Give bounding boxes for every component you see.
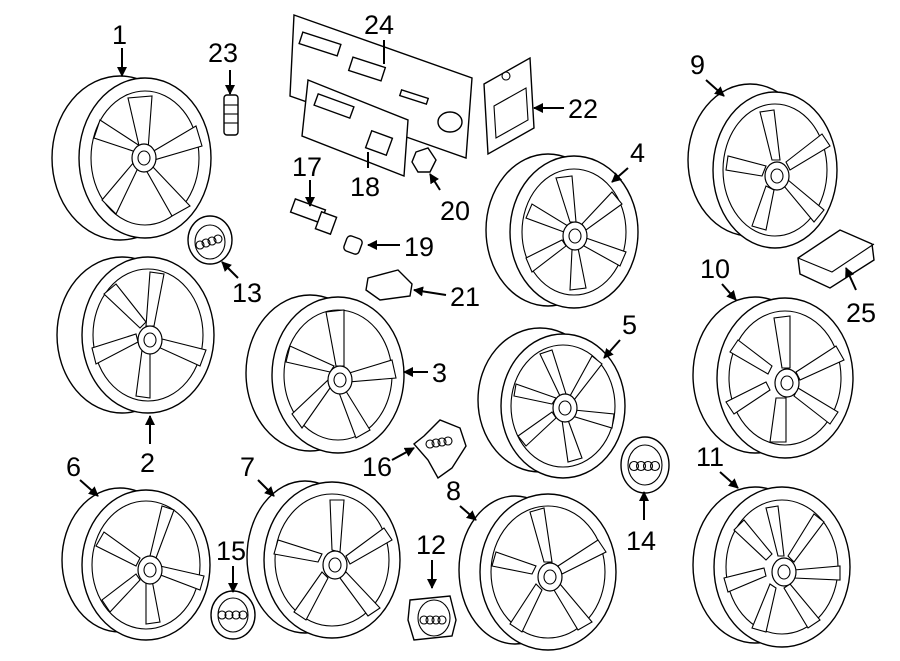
- part-16-spider-cap[interactable]: [412, 419, 467, 480]
- wheel-8[interactable]: [458, 493, 617, 651]
- callout-15: 15: [216, 536, 246, 566]
- part-22-package[interactable]: [483, 56, 535, 156]
- callout-19: 19: [404, 232, 434, 262]
- rings-logo-15: [217, 610, 248, 620]
- callout-25: 25: [846, 298, 876, 328]
- part-19-cap[interactable]: [343, 235, 364, 256]
- wheel-3[interactable]: [245, 294, 405, 454]
- callout-22: 22: [568, 94, 598, 124]
- callout-7: 7: [240, 452, 255, 482]
- part-20-nut[interactable]: [411, 147, 437, 173]
- callout-21: 21: [450, 282, 480, 312]
- part-14-center-cap[interactable]: [620, 436, 670, 494]
- wheel-3-spokes: [285, 309, 397, 439]
- wheel-1[interactable]: [51, 75, 212, 241]
- part-24-kit-card[interactable]: [289, 14, 473, 159]
- callout-8: 8: [446, 476, 461, 506]
- callout-5: 5: [622, 310, 637, 340]
- callout-14: 14: [626, 526, 656, 556]
- part-23-bolt[interactable]: [223, 94, 239, 136]
- callout-16: 16: [362, 452, 392, 482]
- wheel-10-spokes: [725, 315, 845, 443]
- leader-lines: [79, 40, 857, 593]
- part-25-tpms-sensor[interactable]: [797, 229, 875, 289]
- part-17-valve-bolt[interactable]: [289, 198, 338, 236]
- callout-12: 12: [416, 530, 446, 560]
- wheel-6[interactable]: [61, 487, 211, 641]
- wheel-11-spokes: [723, 505, 841, 633]
- wheel-5[interactable]: [477, 327, 626, 479]
- wheel-10[interactable]: [692, 296, 854, 459]
- rings-logo-14: [628, 460, 661, 472]
- callout-4: 4: [630, 138, 645, 168]
- wheel-9[interactable]: [687, 83, 838, 249]
- part-15-center-cap[interactable]: [210, 590, 256, 640]
- callout-24: 24: [364, 10, 394, 40]
- callout-20: 20: [440, 196, 470, 226]
- wheel-11[interactable]: [692, 486, 851, 648]
- sensor-card-contents: [313, 92, 394, 157]
- part-21-clip[interactable]: [365, 269, 413, 301]
- callout-13: 13: [232, 278, 262, 308]
- kit-card-contents: [298, 31, 463, 133]
- callout-11: 11: [696, 442, 724, 472]
- callout-labels: 1 2 3 4 5 6 7 8 9 10 11 12 13 14 15 16 1…: [66, 10, 876, 566]
- wheel-2[interactable]: [56, 256, 215, 414]
- part-12-center-cap[interactable]: [407, 595, 457, 641]
- rings-logo-12: [419, 615, 447, 625]
- wheel-7[interactable]: [246, 480, 401, 639]
- wheel-4[interactable]: [485, 153, 639, 309]
- callout-6: 6: [66, 452, 81, 482]
- callout-23: 23: [208, 38, 238, 68]
- callout-18: 18: [350, 172, 380, 202]
- rings-logo-13: [195, 234, 223, 250]
- callout-17: 17: [292, 152, 322, 182]
- wheel-4-spokes: [525, 175, 627, 291]
- part-13-center-cap[interactable]: [187, 215, 233, 265]
- callout-2: 2: [140, 448, 155, 478]
- rings-logo-16: [425, 436, 453, 449]
- callout-10: 10: [700, 254, 730, 284]
- wheel-8-spokes: [491, 507, 607, 633]
- part-18-sensor-card[interactable]: [301, 79, 409, 177]
- callout-9: 9: [690, 50, 705, 80]
- callout-1: 1: [112, 20, 127, 50]
- callout-3: 3: [432, 358, 447, 388]
